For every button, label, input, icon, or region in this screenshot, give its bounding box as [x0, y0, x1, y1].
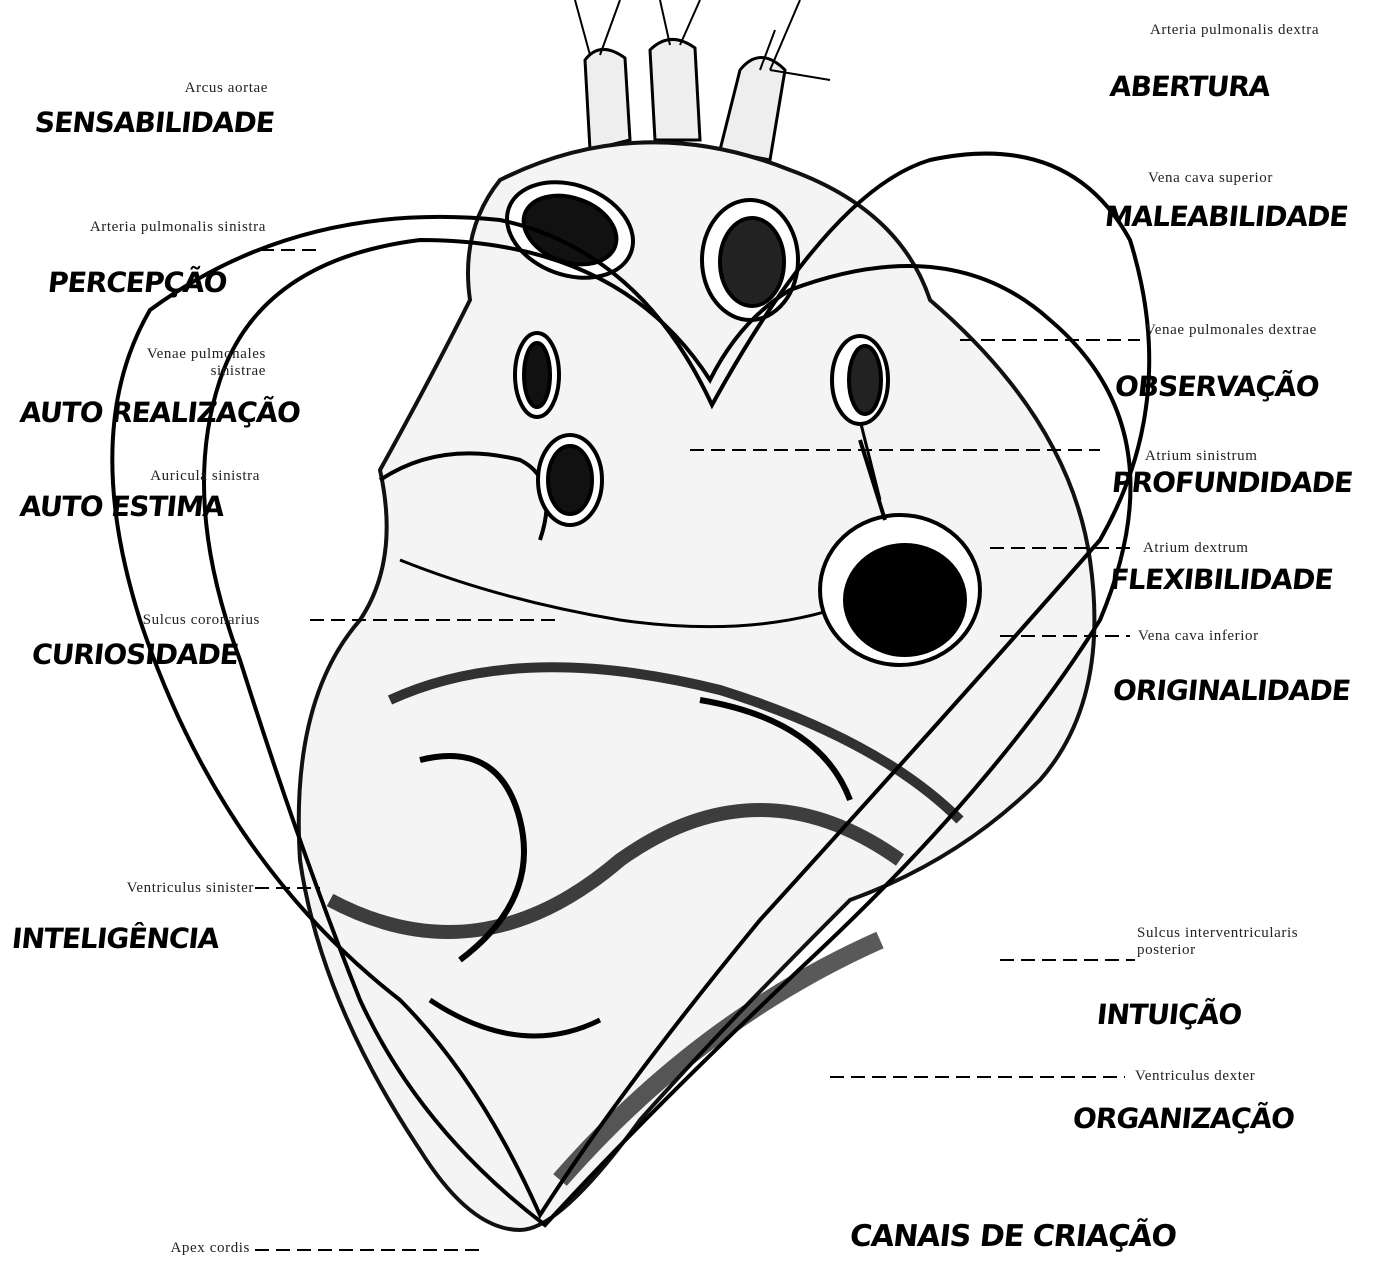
hw-flexibilidade: FLEXIBILIDADE — [1108, 565, 1334, 595]
hw-intuicao: INTUIÇÃO — [1095, 1000, 1242, 1030]
label-ventriculus-dexter: Ventriculus dexter — [1135, 1068, 1335, 1085]
label-venae-pulmonales-sinistrae: Venae pulmonales sinistrae — [88, 346, 266, 380]
hw-percepcao: PERCEPÇÃO — [46, 268, 228, 298]
label-arteria-pulmonalis-sinistra: Arteria pulmonalis sinistra — [72, 219, 266, 236]
hw-maleabilidade: MALEABILIDADE — [1103, 202, 1349, 232]
hw-sensabilidade: SENSABILIDADE — [33, 108, 275, 138]
label-atrium-dextrum: Atrium dextrum — [1143, 540, 1343, 557]
great-vessels — [575, 0, 830, 160]
hw-inteligencia: INTELIGÊNCIA — [10, 924, 220, 954]
hw-auto-realizacao: AUTO REALIZAÇÃO — [18, 398, 301, 428]
label-vena-cava-superior: Vena cava superior — [1148, 170, 1348, 187]
label-atrium-sinistrum: Atrium sinistrum — [1145, 448, 1335, 465]
hw-abertura: ABERTURA — [1108, 72, 1271, 102]
label-sulcus-coronarius: Sulcus coronarius — [70, 612, 260, 629]
hw-auto-estima: AUTO ESTIMA — [18, 492, 225, 522]
label-venae-pulmonales-dextrae: Venae pulmonales dextrae — [1145, 322, 1335, 339]
label-arteria-pulmonalis-dextra: Arteria pulmonalis dextra — [1150, 22, 1325, 39]
label-arcus-aortae: Arcus aortae — [120, 80, 268, 97]
label-apex-cordis: Apex cordis — [100, 1240, 250, 1257]
label-ventriculus-sinister: Ventriculus sinister — [50, 880, 254, 897]
hw-canais-de-criacao: CANAIS DE CRIAÇÃO — [848, 1222, 1177, 1252]
hw-curiosidade: CURIOSIDADE — [30, 640, 239, 670]
hw-profundidade: PROFUNDIDADE — [1110, 468, 1353, 498]
hw-observacao: OBSERVAÇÃO — [1113, 372, 1320, 402]
label-vena-cava-inferior: Vena cava inferior — [1138, 628, 1338, 645]
hw-originalidade: ORIGINALIDADE — [1111, 676, 1351, 706]
hw-organizacao: ORGANIZAÇÃO — [1071, 1104, 1295, 1134]
label-auricula-sinistra: Auricula sinistra — [90, 468, 260, 485]
label-sulcus-interventricularis-posterior: Sulcus interventricularis posterior — [1137, 925, 1327, 959]
